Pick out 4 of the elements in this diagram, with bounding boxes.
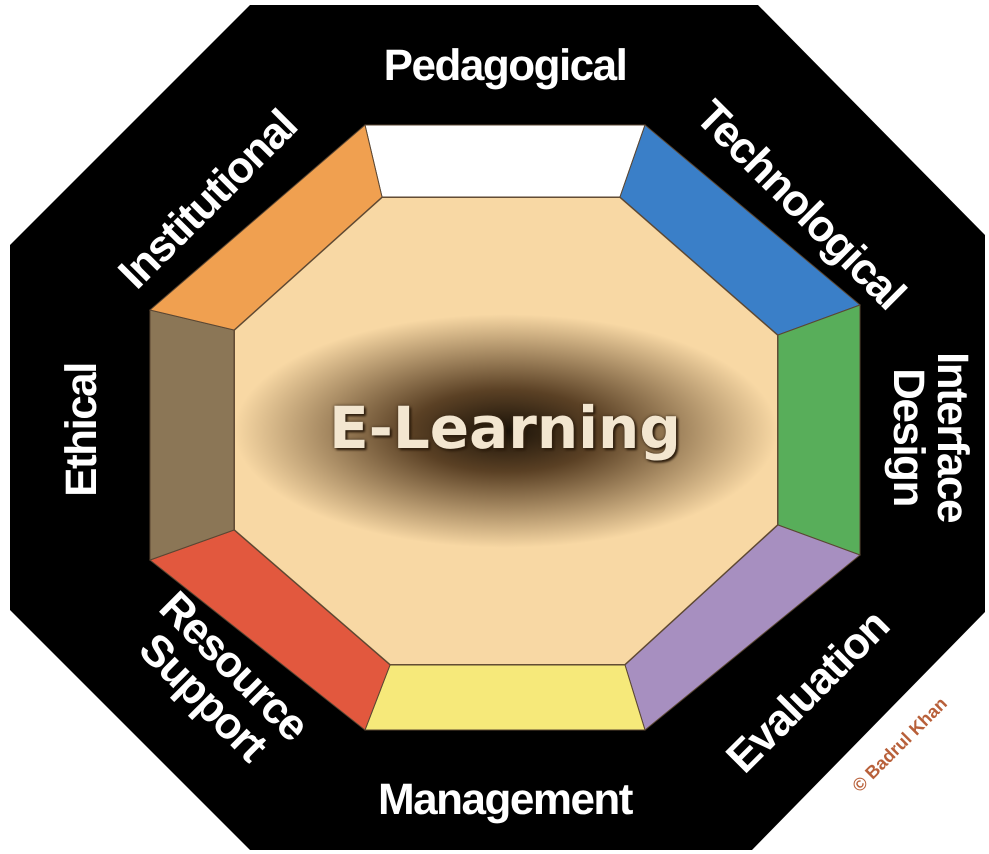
center-title: E-Learning bbox=[329, 394, 681, 462]
dimension-label: Management bbox=[340, 778, 670, 822]
dimension-label: Pedagogical bbox=[345, 44, 665, 88]
dimension-label: Ethical bbox=[60, 330, 104, 530]
